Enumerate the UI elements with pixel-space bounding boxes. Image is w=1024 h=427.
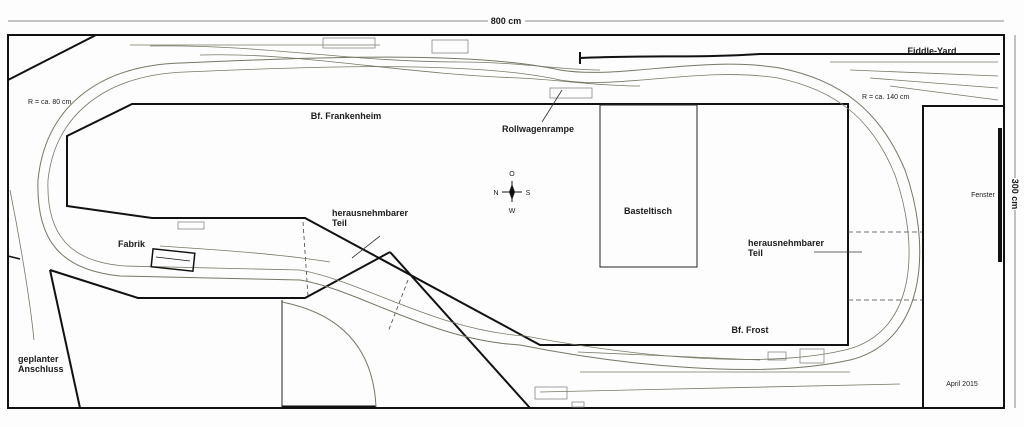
compass-bottom-letter: W [509,208,516,215]
main-benchwork [66,103,849,346]
right-wall-block [922,105,1004,408]
height-dimension-label: 300 cm [1010,179,1020,210]
radius-right-label: R = ca. 140 cm [862,94,909,101]
width-dimension-label: 800 cm [491,16,522,26]
lower-building-3 [534,386,568,400]
ramp-leader-line [541,89,563,123]
lower-benchwork-edge [49,251,391,299]
factory-shed [177,221,205,230]
fiddle-yard-track-3 [869,77,999,89]
station-south-label: Bf. Frost [732,325,769,335]
removable-left-label-line1: herausnehmbarer [332,208,409,218]
compass-right-letter: S [526,190,531,197]
upper-station-track-2 [199,54,641,87]
lower-diagonal-edge [389,251,531,409]
window-label: Fenster [971,192,995,199]
workbench-label: Basteltisch [624,206,672,216]
compass-top-letter: O [509,171,515,178]
planned-connection-label-line1: geplanter [18,354,59,364]
station-north-label: Bf. Frankenheim [311,111,382,121]
lower-left-wall [49,269,81,409]
compass-rose [502,181,522,202]
fiddle-yard-track-4 [889,85,999,101]
fiddle-yard-lead [579,53,1000,59]
factory-label: Fabrik [118,239,146,249]
planned-connection-track [9,189,35,341]
upper-building-1 [322,37,376,49]
removable-right-label-line1: herausnehmbarer [748,238,825,248]
removable-left-leader [351,235,381,259]
corner-diagonal-wall [7,34,97,81]
main-loop-track-outer [37,56,921,370]
factory-siding [159,245,331,263]
lower-building-4 [571,401,585,408]
upper-station-track-1 [149,45,601,71]
removable-right-label-line2: Teil [748,248,763,258]
lower-building-2 [799,348,825,364]
ramp-platform [549,87,593,99]
planned-connection-stub [7,255,21,260]
factory-inner-line [155,256,191,262]
planned-connection-label-line2: Anschluss [18,364,64,374]
date-label: April 2015 [946,381,978,388]
lower-station-track-3 [539,383,901,393]
compass-left-letter: N [493,190,498,197]
removable-left-label-line2: Teil [332,218,347,228]
factory-building [150,248,196,272]
door-swing-arc [281,301,377,408]
fiddle-yard-label: Fiddle-Yard [907,46,956,56]
removable-section-divider-b [387,279,409,333]
removable-section-divider-a [302,221,309,297]
main-loop-track-inner [47,66,910,360]
room-outline [7,34,1005,409]
workbench [599,104,698,268]
lower-station-track-1 [577,351,761,361]
fiddle-yard-track-2 [849,69,999,77]
lower-building-1 [767,351,787,361]
rollwagenrampe-label: Rollwagenrampe [502,124,574,134]
radius-left-label: R = ca. 80 cm [28,99,72,106]
upper-building-2 [431,39,469,54]
